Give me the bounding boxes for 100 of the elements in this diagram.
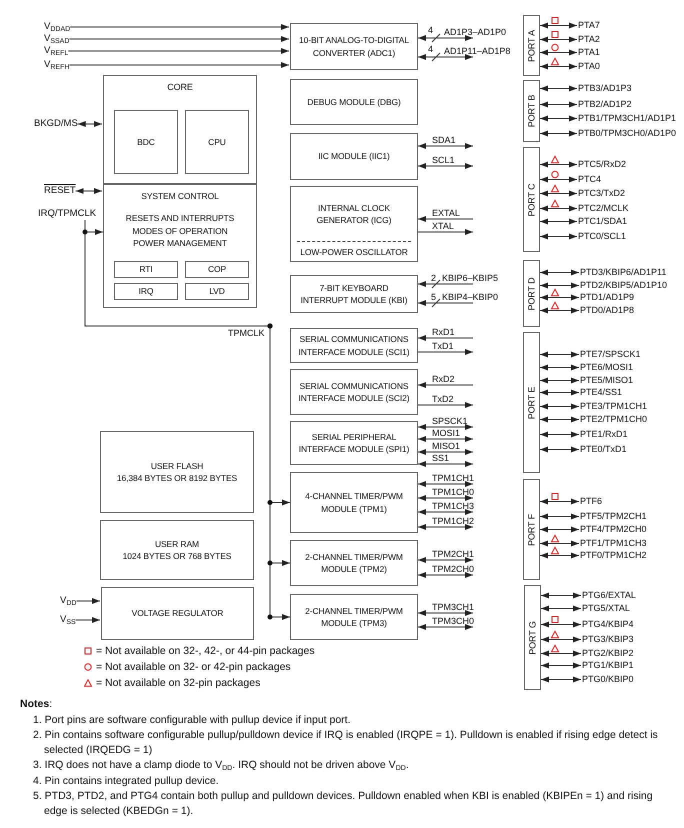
module-label: 4-CHANNEL TIMER/PWM MODULE (TPM1) bbox=[304, 490, 404, 515]
module-label: VOLTAGE REGULATOR bbox=[130, 607, 224, 620]
arrow bbox=[540, 294, 580, 300]
signal-label: SPSCK1 bbox=[432, 416, 468, 426]
port-box bbox=[523, 479, 540, 580]
signal-label: EXTAL bbox=[432, 208, 460, 218]
module-label: 16,384 BYTES OR 8192 BYTES bbox=[116, 472, 238, 484]
module-box bbox=[185, 283, 249, 300]
bus-width-label: 4 bbox=[428, 44, 434, 54]
arrow bbox=[418, 163, 474, 169]
arrow bbox=[540, 526, 580, 532]
arrow bbox=[75, 617, 100, 623]
arrow bbox=[540, 540, 580, 546]
module-label: 2-CHANNEL TIMER/PWM MODULE (TPM3) bbox=[304, 604, 404, 630]
arrow bbox=[540, 650, 582, 656]
pin-label: PTC4 bbox=[578, 174, 602, 185]
module-label: MODES OF OPERATION bbox=[131, 224, 229, 237]
pin-label: PTE6/MOSI1 bbox=[580, 362, 634, 373]
pin-label: PTF5/TPM2CH1 bbox=[580, 511, 647, 522]
signal-label: TxD2 bbox=[432, 394, 454, 404]
arrow bbox=[540, 218, 578, 224]
arrow bbox=[540, 404, 580, 410]
arrow bbox=[540, 102, 578, 108]
pin-label: PTF6 bbox=[580, 496, 602, 507]
arrow bbox=[540, 662, 582, 668]
module-box bbox=[290, 328, 418, 363]
arrow bbox=[540, 352, 580, 358]
arrow bbox=[540, 416, 580, 422]
pin-label: PTD3/KBIP6/AD1P11 bbox=[580, 267, 666, 278]
bus-width-label: 2 bbox=[431, 273, 436, 283]
arrow bbox=[540, 50, 578, 56]
pin-label: PTF4/TPM2CH0 bbox=[580, 524, 647, 535]
module-label: SERIAL PERIPHERAL INTERFACE MODULE (SPI1) bbox=[298, 430, 410, 456]
module-box bbox=[114, 110, 178, 174]
arrow bbox=[418, 335, 474, 341]
signal-label: MOSI1 bbox=[432, 428, 460, 438]
arrow bbox=[540, 22, 578, 28]
module-box bbox=[100, 520, 254, 580]
port-label: PORT D bbox=[524, 276, 537, 310]
module-box bbox=[101, 587, 254, 640]
module-label: CPU bbox=[207, 136, 227, 148]
module-label: 2-CHANNEL TIMER/PWM MODULE (TPM2) bbox=[304, 550, 404, 576]
module-label: 10-BIT ANALOG-TO-DIGITAL CONVERTER (ADC1) bbox=[298, 34, 410, 59]
arrow bbox=[418, 461, 474, 467]
arrow bbox=[540, 498, 580, 504]
signal-label: RESET bbox=[44, 185, 76, 197]
module-label: SERIAL COMMUNICATIONS INTERFACE MODULE (SCI2) bbox=[297, 380, 411, 404]
arrow bbox=[540, 676, 582, 682]
module-label: LOW-POWER OSCILLATOR bbox=[299, 246, 409, 258]
arrow bbox=[418, 35, 474, 41]
port-box bbox=[523, 332, 540, 473]
port-label: PORT C bbox=[524, 182, 537, 216]
arrow bbox=[418, 143, 474, 149]
signal-label: RxD1 bbox=[432, 327, 455, 337]
module-box bbox=[185, 110, 249, 174]
note-text: 4. Pin contains integrated pullup device. bbox=[33, 774, 220, 789]
arrow bbox=[540, 206, 578, 212]
arrow bbox=[540, 636, 582, 642]
note-text: 5. PTD3, PTD2, and PTG4 contain both pullup and pulldown devices. Pulldown enabled when KBI is enabled (KBIPEn = 1) and rising edge is selected (KBEDGn = 1). bbox=[33, 789, 654, 819]
arrow bbox=[540, 190, 578, 196]
port-box bbox=[523, 15, 540, 76]
signal-label: V$_{DD}$ bbox=[60, 595, 76, 607]
module-label: LVD bbox=[208, 285, 226, 298]
port-box bbox=[523, 80, 540, 142]
module-box bbox=[290, 133, 418, 180]
pin-label: PTC2/MCLK bbox=[578, 203, 629, 214]
arrow bbox=[418, 495, 474, 501]
module-box bbox=[290, 369, 418, 415]
port-box bbox=[524, 585, 541, 690]
pin-label: PTC5/RxD2 bbox=[578, 159, 626, 170]
arrow bbox=[418, 449, 474, 455]
pin-label: PTG5/XTAL bbox=[582, 603, 630, 614]
arrow bbox=[76, 598, 100, 604]
pin-label: PTD2/KBIP5/AD1P10 bbox=[580, 280, 668, 291]
pin-label: PTD1/AD1P9 bbox=[580, 292, 634, 303]
pin-label: PTF0/TPM1CH2 bbox=[580, 550, 647, 561]
pin-label: PTC3/TxD2 bbox=[578, 188, 626, 199]
module-box bbox=[290, 540, 418, 586]
module-label: RESETS AND INTERRUPTS bbox=[124, 212, 236, 225]
arrow bbox=[418, 281, 474, 287]
arrow bbox=[540, 116, 578, 122]
pin-label: PTB2/AD1P2 bbox=[578, 99, 632, 110]
pin-label: PTC1/SDA1 bbox=[578, 216, 628, 227]
pin-label: PTG2/KBIP2 bbox=[582, 648, 634, 659]
pin-label: PTB3/AD1P3 bbox=[578, 83, 632, 94]
module-box bbox=[114, 283, 178, 300]
signal-label: TPM2CH1 bbox=[432, 549, 474, 559]
arrow bbox=[540, 162, 578, 168]
module-box bbox=[103, 184, 257, 308]
arrow bbox=[540, 282, 580, 288]
pin-label: PTE1/RxD1 bbox=[580, 429, 628, 440]
pin-label: PTA2 bbox=[578, 34, 600, 45]
arrow bbox=[540, 378, 580, 384]
pin-label: PTE5/MISO1 bbox=[580, 375, 634, 386]
legend-label: = Not available on 32- or 42-pin packages bbox=[96, 661, 291, 673]
arrow bbox=[418, 436, 474, 442]
legend-label: = Not available on 32-pin packages bbox=[96, 677, 260, 689]
signal-label: XTAL bbox=[432, 221, 454, 231]
arrow bbox=[418, 557, 474, 563]
signal-label: TPM3CH1 bbox=[432, 602, 474, 612]
